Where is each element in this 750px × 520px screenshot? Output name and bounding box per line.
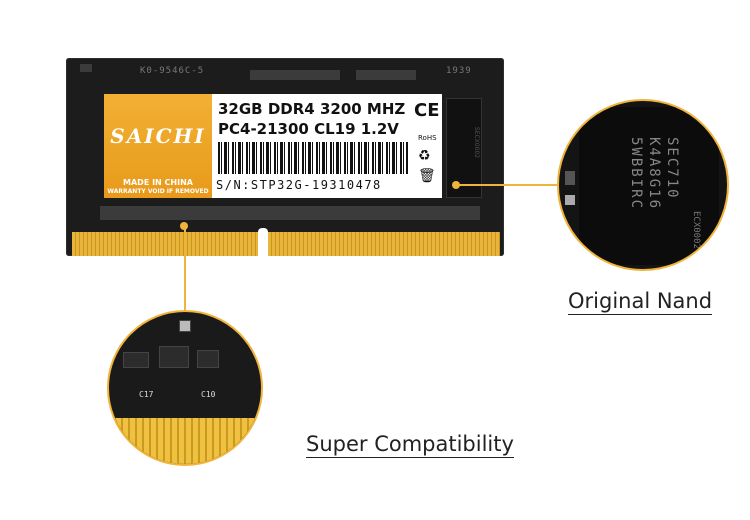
spec-sticker: 32GB DDR4 3200 MHZ PC4-21300 CL19 1.2V S… — [212, 94, 442, 198]
chip-small-code: SECX0002 — [473, 126, 481, 159]
connector-dot-right — [452, 181, 460, 189]
smd-component — [565, 195, 575, 205]
recycle-icon: ♻ — [418, 148, 431, 164]
caption-nand: Original Nand — [568, 289, 713, 315]
smd-component — [179, 320, 191, 332]
memory-chip-small: SECX0002 — [446, 98, 482, 198]
nand-chip: SEC710 K4A8G16 5WBBIRC ECX0002 — [579, 107, 719, 265]
serial-number: S/N:STP32G-19310478 — [216, 178, 382, 192]
smd-component — [123, 352, 149, 368]
spec-line-1: 32GB DDR4 3200 MHZ — [218, 100, 406, 118]
smd-component — [197, 350, 219, 368]
pcb-label-c10: C10 — [201, 390, 216, 399]
brand-logo: SAICHI — [110, 124, 206, 148]
zoom-pins-circle: C17 C10 — [107, 310, 263, 466]
pcb-code-right: 1939 — [446, 66, 472, 76]
smd-component — [565, 171, 575, 185]
connector-line-right — [458, 184, 560, 186]
gold-pins-zoom — [109, 418, 261, 464]
chip-sub-code: ECX0002 — [691, 211, 701, 249]
key-notch — [258, 228, 268, 258]
ce-mark: CE — [414, 100, 440, 121]
smd-component — [80, 64, 92, 72]
gold-contacts — [72, 232, 500, 256]
made-in-label: MADE IN CHINA — [123, 178, 193, 187]
pcb-code-left: K0-9546C-5 — [140, 66, 205, 76]
rohs-label: RoHS — [418, 134, 437, 142]
nand-chip-text: SEC710 K4A8G16 5WBBIRC — [627, 137, 681, 210]
smd-component — [159, 346, 189, 368]
brand-sticker: SAICHI MADE IN CHINA WARRANTY VOID IF RE… — [104, 94, 212, 198]
smd-row-bottom — [100, 206, 480, 220]
caption-compat: Super Compatibility — [306, 432, 514, 458]
chip-line-1: SEC710 — [664, 137, 680, 200]
spec-line-2: PC4-21300 CL19 1.2V — [218, 120, 399, 138]
zoom-nand-circle: SEC710 K4A8G16 5WBBIRC ECX0002 — [557, 99, 729, 271]
chip-line-3: 5WBBIRC — [628, 137, 644, 211]
pcb-label-c17: C17 — [139, 390, 154, 399]
smd-strip — [356, 70, 416, 80]
weee-bin-icon: 🗑 — [418, 168, 436, 184]
smd-strip — [250, 70, 340, 80]
barcode — [218, 142, 408, 174]
chip-line-2: K4A8G16 — [646, 137, 662, 211]
connector-line-left — [184, 226, 186, 312]
warranty-label: WARRANTY VOID IF REMOVED — [107, 188, 209, 195]
